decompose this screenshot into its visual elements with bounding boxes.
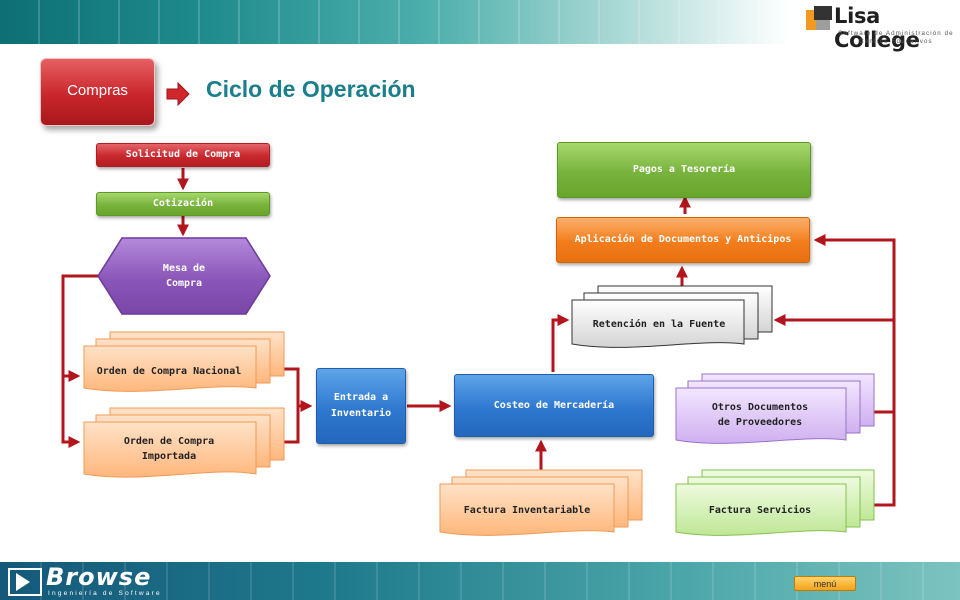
orden-importada-label: Orden de Compra Importada [123, 436, 215, 462]
connector-costeo-retencion [551, 314, 570, 372]
compras-button[interactable]: Compras [40, 58, 155, 126]
connector-servicios-rail [874, 412, 896, 507]
solicitud-compra-node[interactable]: Solicitud de Compra [96, 143, 270, 167]
entrada-inventario-node[interactable]: Entrada a Inventario [316, 368, 406, 444]
lisa-college-logo: Lisa College Software de Administración … [806, 2, 958, 52]
otros-documentos-stack[interactable] [674, 372, 876, 450]
arrow-right-icon [166, 82, 190, 106]
connector-ordenes-entrada [284, 367, 300, 444]
factura-inventariable-stack[interactable] [438, 468, 644, 542]
header-stripes [0, 0, 790, 44]
factura-servicios-stack[interactable] [674, 468, 876, 542]
connector-mesa-ordenes [61, 274, 98, 448]
lisa-logo-name: Lisa College [834, 4, 920, 52]
browse-logo-name: Browse [46, 563, 152, 591]
lisa-logo-icon [806, 6, 832, 30]
orden-nacional-label: Orden de Compra Nacional [96, 365, 242, 377]
cotizacion-node[interactable]: Cotización [96, 192, 270, 216]
browse-logo: Browse Ingeniería de Software [8, 563, 178, 598]
lisa-logo-tagline: Software de Administración de Centros Ed… [838, 30, 954, 45]
mesa-compra-hexagon[interactable] [96, 236, 272, 316]
factura-servicios-label: Factura Servicios [708, 504, 812, 516]
menu-button[interactable]: menú [794, 576, 856, 591]
retencion-fuente-label: Retención en la Fuente [592, 318, 726, 330]
orden-nacional-stack[interactable] [82, 330, 286, 396]
header-band [0, 0, 790, 44]
costeo-mercaderia-node[interactable]: Costeo de Mercadería [454, 374, 654, 437]
otros-documentos-label: Otros Documentos de Proveedores [711, 402, 809, 428]
factura-inventariable-label: Factura Inventariable [463, 504, 591, 516]
pagos-tesoreria-node[interactable]: Pagos a Tesorería [557, 142, 811, 198]
mesa-compra-label: Mesa de Compra [162, 263, 206, 289]
browse-logo-tagline: Ingeniería de Software [48, 590, 162, 597]
aplicacion-documentos-node[interactable]: Aplicación de Documentos y Anticipos [556, 217, 810, 263]
browse-logo-icon [8, 568, 42, 596]
retencion-fuente-stack[interactable] [570, 284, 774, 356]
orden-importada-stack[interactable] [82, 406, 286, 482]
page-title: Ciclo de Operación [206, 76, 416, 102]
